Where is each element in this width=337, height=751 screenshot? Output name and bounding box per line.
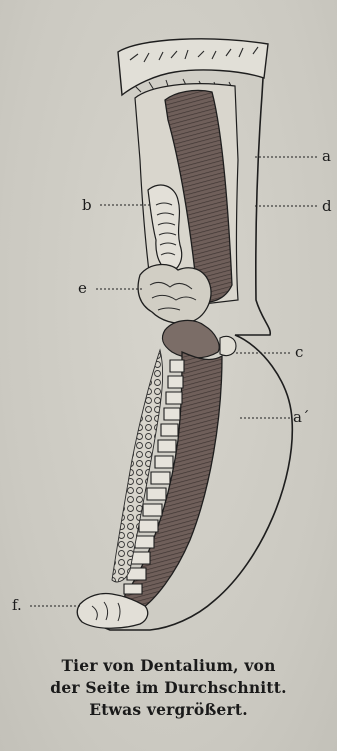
organ-e [138,265,211,324]
label-a: a [322,149,331,164]
label-e: e [78,281,87,296]
label-c: c [295,345,303,360]
label-a-prime: a´ [293,410,309,425]
label-d: d [322,199,332,214]
organ-c [162,320,219,358]
caption-line-3: Etwas vergrößert. [0,699,337,721]
dentalium-section-drawing [0,0,337,650]
caption-line-1: Tier von Dentalium, von [0,655,337,677]
caption-line-2: der Seite im Durchschnitt. [0,677,337,699]
figure-caption: Tier von Dentalium, von der Seite im Dur… [0,655,337,721]
label-b: b [82,198,92,213]
label-f: f. [12,598,22,613]
